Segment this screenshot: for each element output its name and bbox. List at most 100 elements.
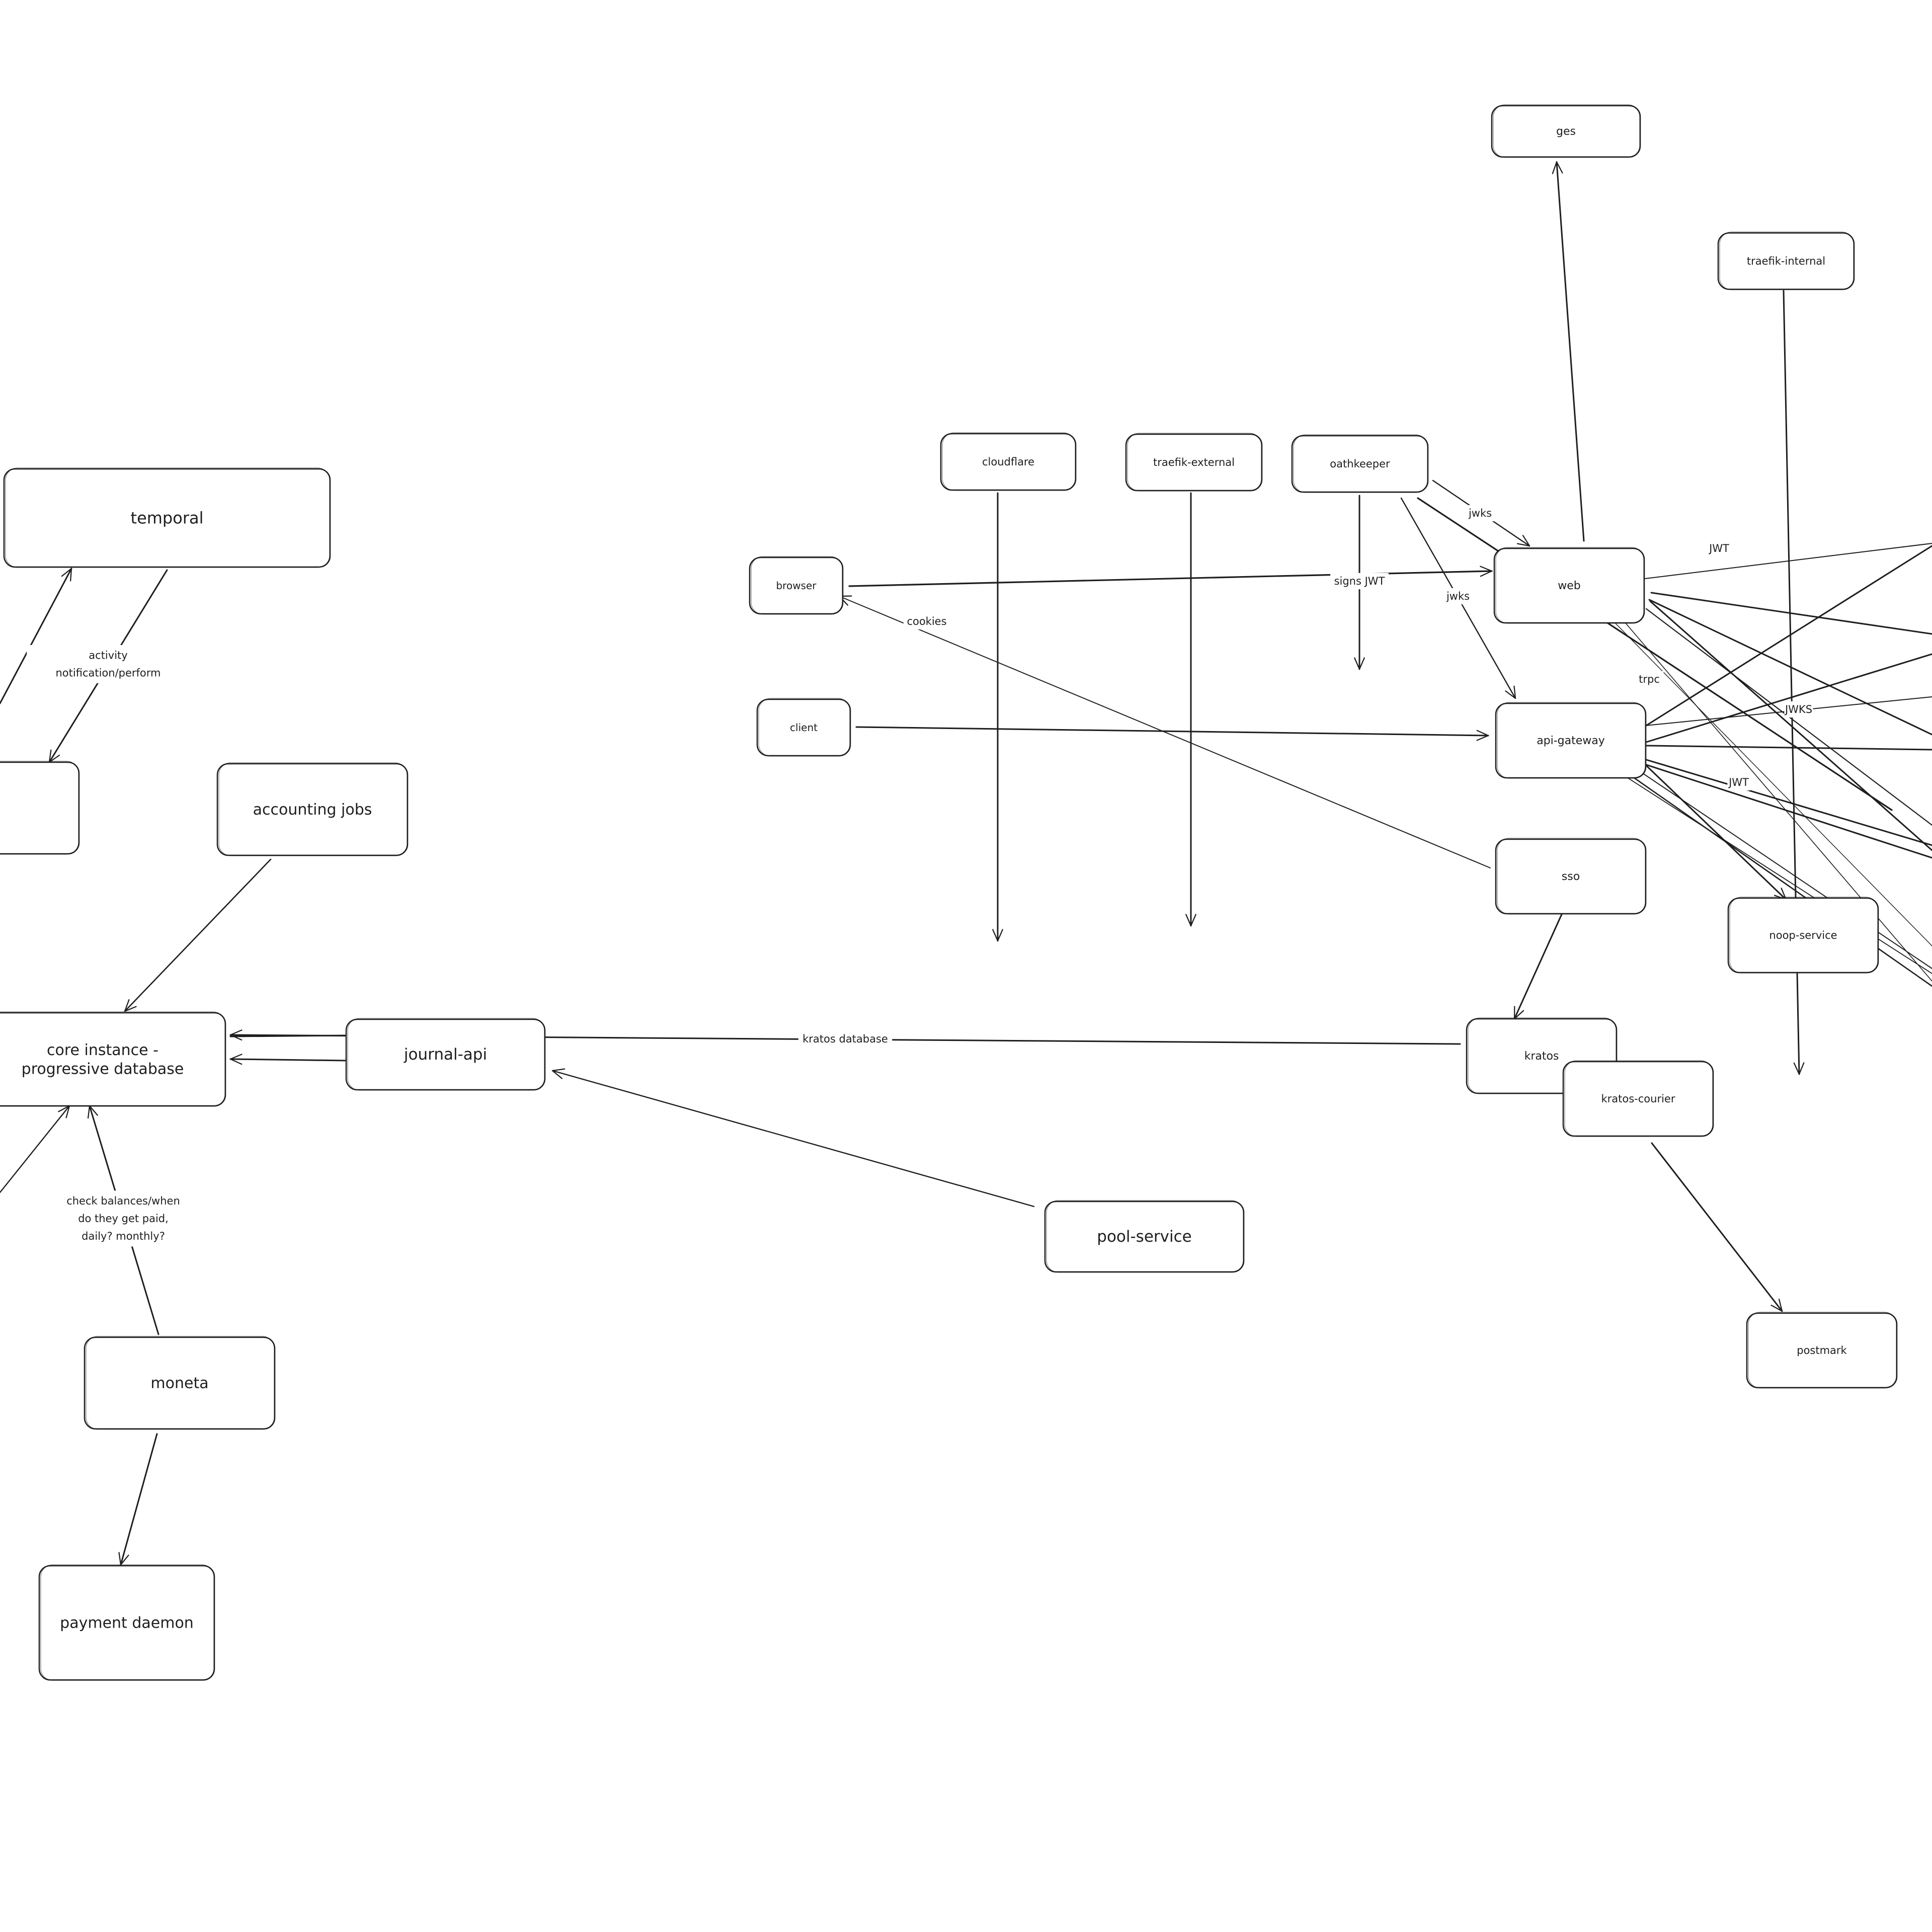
node-label-ges: ges bbox=[1556, 125, 1576, 138]
edge-api-out-7 bbox=[1630, 764, 1932, 969]
node-label-noop-service: noop-service bbox=[1769, 929, 1837, 941]
edge-label-bg bbox=[798, 1030, 893, 1048]
edge-accounting-to-core bbox=[124, 858, 272, 1012]
node-box bbox=[940, 433, 1077, 491]
edge-client-to-api-gateway bbox=[855, 726, 1489, 741]
node-box bbox=[749, 556, 844, 615]
edge-web-out-2 bbox=[1650, 592, 1932, 635]
node-temporal[interactable]: temporal bbox=[3, 467, 331, 568]
node-label-kratos: kratos bbox=[1524, 1050, 1559, 1063]
node-label-api-gateway: api-gateway bbox=[1537, 735, 1605, 747]
node-web[interactable]: web bbox=[1493, 547, 1645, 624]
node-box-sketch-stroke bbox=[751, 556, 843, 615]
node-oathkeeper[interactable]: oathkeeper bbox=[1291, 434, 1429, 493]
node-label-payment-daemon: payment daemon bbox=[60, 1614, 194, 1632]
node-kratos-courier[interactable]: kratos-courier bbox=[1562, 1060, 1714, 1137]
node-moneta[interactable]: moneta bbox=[84, 1336, 276, 1430]
node-noop-service[interactable]: noop-service bbox=[1727, 897, 1879, 974]
edge-journal-to-core-top bbox=[229, 1034, 348, 1037]
node-label-web: web bbox=[1558, 580, 1581, 592]
node-left-box[interactable] bbox=[0, 761, 80, 855]
node-box-sketch-stroke bbox=[1127, 433, 1262, 492]
node-box-sketch-stroke bbox=[1497, 838, 1646, 915]
node-sso[interactable]: sso bbox=[1495, 838, 1647, 915]
edge-label-group-trpc: trpc bbox=[1635, 671, 1664, 688]
node-label-browser: browser bbox=[776, 580, 817, 592]
node-box bbox=[1491, 105, 1641, 158]
node-payment-daemon[interactable]: payment daemon bbox=[38, 1564, 215, 1681]
node-client[interactable]: client bbox=[756, 698, 851, 757]
node-label-traefik-external: traefik-external bbox=[1153, 456, 1235, 468]
node-box bbox=[3, 468, 331, 568]
node-label-journal-api: journal-api bbox=[404, 1045, 487, 1064]
node-browser[interactable]: browser bbox=[749, 556, 844, 615]
edge-api-out-8 bbox=[1622, 769, 1932, 987]
node-pool-service[interactable]: pool-service bbox=[1044, 1200, 1245, 1273]
node-box-sketch-stroke bbox=[86, 1336, 275, 1430]
node-box-sketch-stroke bbox=[1046, 1200, 1244, 1273]
edge-label-trpc: trpc bbox=[1639, 673, 1660, 685]
edge-api-out-4 bbox=[1645, 745, 1932, 751]
node-accounting-jobs[interactable]: accounting jobs bbox=[216, 762, 409, 856]
edge-label-bg bbox=[27, 645, 190, 683]
node-box bbox=[1495, 702, 1647, 779]
node-box-sketch-stroke bbox=[1293, 434, 1428, 493]
node-box bbox=[345, 1018, 546, 1091]
node-box bbox=[38, 1565, 215, 1681]
edge-label-jwt-top: JWT bbox=[1708, 542, 1729, 554]
edge-label-jwt-mid: JWT bbox=[1728, 776, 1749, 788]
nodes-layer: ges traefik-internal cloudflare traefik-ext… bbox=[0, 104, 1898, 1681]
node-label-kratos-courier: kratos-courier bbox=[1601, 1093, 1675, 1105]
edge-web-out-6 bbox=[1615, 622, 1932, 946]
edge-label-bg bbox=[1466, 505, 1495, 522]
edge-api-out-9 bbox=[1619, 772, 1932, 974]
edge-label-group-jwt-mid: JWT bbox=[1727, 774, 1750, 791]
node-label-client: client bbox=[790, 721, 818, 734]
edge-label-jwks-mid: jwks bbox=[1446, 590, 1470, 602]
edge-moneta-to-payment bbox=[118, 1433, 158, 1566]
node-box-sketch-stroke bbox=[218, 762, 408, 856]
node-traefik-external[interactable]: traefik-external bbox=[1125, 433, 1263, 492]
node-box bbox=[756, 698, 851, 757]
edge-label-jwks-right: JWKS bbox=[1784, 703, 1812, 715]
node-journal-api[interactable]: journal-api bbox=[345, 1018, 546, 1091]
node-box bbox=[1291, 435, 1429, 493]
edge-label-bg bbox=[903, 613, 950, 630]
node-ges[interactable]: ges bbox=[1491, 104, 1641, 158]
edge-label-group-jwks-right: JWKS bbox=[1784, 701, 1813, 718]
edge-label-group-jwt-top: JWT bbox=[1708, 540, 1731, 557]
node-core-instance[interactable]: core instance -progressive database bbox=[0, 1011, 226, 1107]
edge-api-out-6 bbox=[1645, 764, 1932, 859]
node-box bbox=[1727, 897, 1879, 974]
node-box-sketch-stroke bbox=[1495, 547, 1644, 624]
edge-label-bg bbox=[1330, 573, 1389, 590]
edge-api-out-1 bbox=[1645, 545, 1932, 727]
edge-label-group-jwks-mid: jwks bbox=[1443, 588, 1473, 605]
edge-browser-to-web bbox=[848, 566, 1493, 587]
node-box-sketch-stroke bbox=[1493, 104, 1640, 158]
node-box-sketch-stroke bbox=[1564, 1060, 1713, 1137]
edge-kratos-courier-to-postmark bbox=[1651, 1142, 1783, 1312]
node-postmark[interactable]: postmark bbox=[1746, 1312, 1898, 1389]
node-box-sketch-stroke bbox=[758, 698, 850, 757]
node-box bbox=[1125, 433, 1263, 492]
node-box-sketch-stroke bbox=[5, 467, 330, 568]
node-traefik-internal[interactable]: traefik-internal bbox=[1717, 231, 1855, 290]
edge-left-to-core bbox=[0, 1105, 70, 1193]
edge-label-kratos-database: kratos database bbox=[802, 1033, 888, 1045]
edge-label-group-jwks-top: jwks bbox=[1466, 505, 1495, 522]
node-label-accounting-jobs: accounting jobs bbox=[253, 801, 372, 819]
edge-sso-to-browser bbox=[838, 595, 1491, 868]
node-cloudflare[interactable]: cloudflare bbox=[940, 432, 1077, 491]
node-box bbox=[0, 761, 80, 855]
node-box-sketch-stroke bbox=[1468, 1017, 1617, 1094]
node-label-cloudflare: cloudflare bbox=[982, 456, 1034, 468]
node-box bbox=[1495, 838, 1647, 915]
node-api-gateway[interactable]: api-gateway bbox=[1495, 702, 1647, 779]
edge-pool-to-journal bbox=[551, 1068, 1035, 1208]
edge-label-bg bbox=[1443, 588, 1473, 605]
node-box-sketch-stroke bbox=[347, 1018, 545, 1091]
node-box bbox=[1493, 547, 1645, 624]
